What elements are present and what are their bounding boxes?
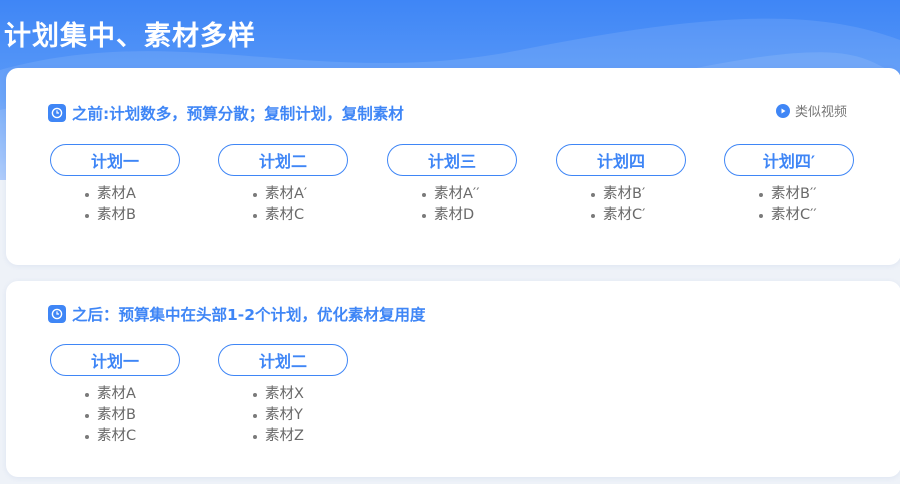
plan-pill[interactable]: 计划四′ — [724, 144, 854, 176]
bullet-icon — [253, 213, 257, 218]
plan-pill[interactable]: 计划四 — [556, 144, 686, 176]
asset-list: 素材X 素材Y 素材Z — [218, 384, 352, 447]
asset-item: 素材A′′ — [422, 184, 521, 205]
plan-column: 计划四 素材B′ 素材C′ — [556, 144, 690, 226]
asset-item: 素材A′ — [253, 184, 352, 205]
plan-column: 计划一 素材A 素材B — [50, 144, 184, 226]
plan-column: 计划一 素材A 素材B 素材C — [50, 344, 184, 447]
bullet-icon — [591, 213, 595, 218]
asset-item: 素材Y — [253, 405, 352, 426]
bullet-icon — [85, 434, 89, 439]
asset-item: 素材Z — [253, 426, 352, 447]
asset-item: 素材C′ — [591, 205, 690, 226]
asset-item: 素材D — [422, 205, 521, 226]
bullet-icon — [85, 213, 89, 218]
similar-video-label: 类似视频 — [795, 105, 848, 120]
bullet-icon — [591, 192, 595, 197]
after-card: 之后：预算集中在头部1-2个计划，优化素材复用度 计划一 素材A 素材B 素材C… — [6, 281, 900, 477]
clock-icon — [48, 104, 66, 122]
plan-column: 计划二 素材A′ 素材C — [218, 144, 352, 226]
bullet-icon — [422, 213, 426, 218]
before-heading: 之前:计划数多，预算分散；复制计划，复制素材 — [72, 105, 404, 123]
after-heading: 之后：预算集中在头部1-2个计划，优化素材复用度 — [72, 306, 426, 324]
asset-item: 素材B — [85, 405, 184, 426]
asset-list: 素材B′ 素材C′ — [556, 184, 690, 226]
bullet-icon — [422, 192, 426, 197]
plan-pill[interactable]: 计划一 — [50, 344, 180, 376]
bullet-icon — [85, 413, 89, 418]
asset-item: 素材C — [85, 426, 184, 447]
after-heading-row: 之后：预算集中在头部1-2个计划，优化素材复用度 — [48, 303, 426, 325]
asset-list: 素材A 素材B — [50, 184, 184, 226]
bullet-icon — [253, 392, 257, 397]
asset-item: 素材C — [253, 205, 352, 226]
plan-pill[interactable]: 计划二 — [218, 344, 348, 376]
asset-item: 素材X — [253, 384, 352, 405]
before-heading-row: 之前:计划数多，预算分散；复制计划，复制素材 — [48, 102, 404, 124]
bullet-icon — [253, 434, 257, 439]
plan-pill[interactable]: 计划二 — [218, 144, 348, 176]
bullet-icon — [253, 192, 257, 197]
bullet-icon — [759, 192, 763, 197]
plan-column: 计划四′ 素材B′′ 素材C′′ — [724, 144, 858, 226]
bullet-icon — [253, 413, 257, 418]
clock-icon — [48, 305, 66, 323]
plan-pill[interactable]: 计划一 — [50, 144, 180, 176]
page-title: 计划集中、素材多样 — [4, 21, 256, 52]
asset-list: 素材A′ 素材C — [218, 184, 352, 226]
asset-item: 素材C′′ — [759, 205, 858, 226]
asset-item: 素材B′ — [591, 184, 690, 205]
before-card: 之前:计划数多，预算分散；复制计划，复制素材 类似视频 计划一 素材A 素材B … — [6, 68, 900, 265]
bullet-icon — [759, 213, 763, 218]
asset-list: 素材A 素材B 素材C — [50, 384, 184, 447]
similar-video-legend: 类似视频 — [776, 101, 847, 120]
asset-item: 素材A — [85, 384, 184, 405]
plan-pill[interactable]: 计划三 — [387, 144, 517, 176]
plan-column: 计划三 素材A′′ 素材D — [387, 144, 521, 226]
asset-item: 素材B′′ — [759, 184, 858, 205]
play-icon — [776, 103, 790, 118]
asset-list: 素材B′′ 素材C′′ — [724, 184, 858, 226]
bullet-icon — [85, 192, 89, 197]
plan-column: 计划二 素材X 素材Y 素材Z — [218, 344, 352, 447]
asset-list: 素材A′′ 素材D — [387, 184, 521, 226]
bullet-icon — [85, 392, 89, 397]
asset-item: 素材B — [85, 205, 184, 226]
asset-item: 素材A — [85, 184, 184, 205]
